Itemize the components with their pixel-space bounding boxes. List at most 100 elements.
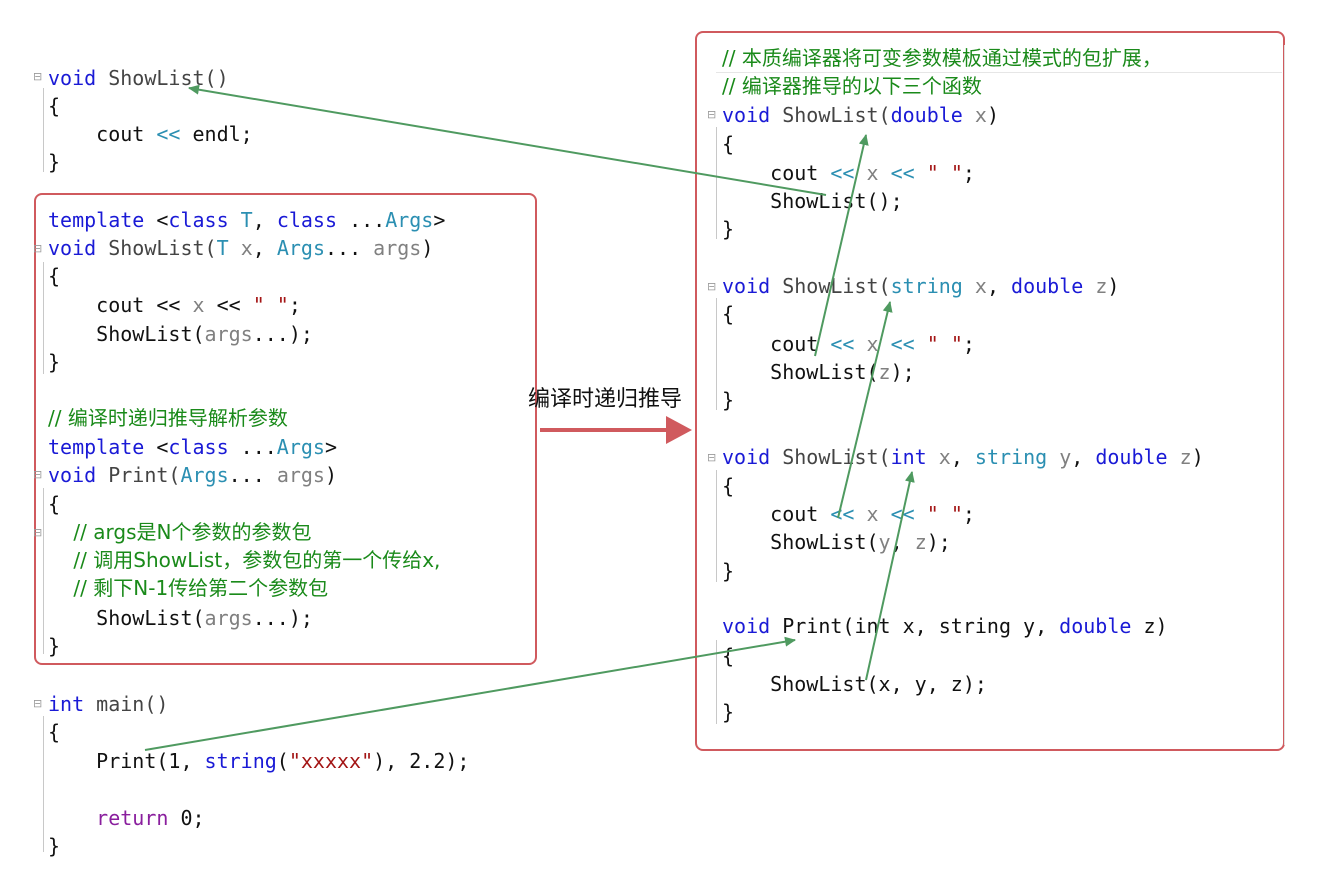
code-token: Args [276,435,325,459]
line-showlist-empty-call: ShowList(); [722,187,902,215]
line-showlist-z-call: ShowList(z); [722,358,915,386]
code-token: ShowList( [770,445,891,469]
arrow-label: 编译时递归推导 [528,387,683,412]
code-token: args [204,606,253,630]
line-void-showlist-double: void ShowList(double x) [722,101,999,129]
code-token: << [890,332,915,356]
code-token: // 调用ShowList，参数包的第一个传给x, [48,548,441,572]
code-token: Args [180,463,229,487]
code-token: ) [421,236,434,260]
code-token: string [890,274,975,298]
code-token: ShowList( [770,274,891,298]
code-token: template [48,208,157,232]
code-token [915,332,927,356]
code-token: { [722,474,735,498]
code-token: cout [722,161,831,185]
code-token: x [192,293,205,317]
code-token: void [48,463,97,487]
code-token: 0; [168,806,205,830]
fold-guide [716,470,717,582]
code-token: void [722,103,771,127]
code-token: endl; [180,122,253,146]
code-token: args [204,322,253,346]
code-token: // 编译时递归推导解析参数 [48,406,288,430]
code-token: Print(1, [48,749,205,773]
code-token: y [1059,445,1072,469]
code-token: ShowList( [770,103,891,127]
fold-guide [43,88,44,172]
code-token: ); [890,360,915,384]
fold-guide [1284,45,1285,745]
fold-guide [716,127,717,239]
code-token: class [168,208,241,232]
line-comment-essence: // 本质编译器将可变参数模板通过模式的包扩展， [722,44,1162,72]
code-token: T [216,236,241,260]
line-open-brace-r2: { [722,300,734,328]
line-void-showlist-empty: void ShowList() [48,64,229,92]
code-token: , [890,530,915,554]
code-token: // 本质编译器将可变参数模板通过模式的包扩展， [722,46,1162,70]
line-return-0: return 0; [48,804,205,832]
line-cout-x-r3: cout << x << " "; [722,500,975,528]
code-token: ; [962,332,975,356]
code-token: " " [926,332,963,356]
code-token: ) [1107,274,1120,298]
code-token: void [722,274,771,298]
code-token: int [48,692,85,716]
code-token: } [722,217,735,241]
line-open-brace-r1: { [722,130,734,158]
code-token: args [373,236,422,260]
fold-guide [716,640,717,724]
code-token: < [156,208,169,232]
code-token: x [866,502,879,526]
line-void-showlist-int-string-double: void ShowList(int x, string y, double z) [722,443,1204,471]
code-token: T [240,208,253,232]
code-token: ...); [252,606,313,630]
code-token: // 剩下N-1传给第二个参数包 [48,576,329,600]
code-token: } [722,559,735,583]
line-cout-x-r2: cout << x << " "; [722,330,975,358]
fold-marker-icon: ⊟ [33,242,43,255]
fold-marker-icon: ⊟ [33,526,43,539]
code-token: << [830,161,855,185]
line-comment-recursive: // 编译时递归推导解析参数 [48,404,288,432]
code-token: class [276,208,350,232]
code-token: double [1095,445,1180,469]
code-token: } [48,350,61,374]
code-token [879,502,891,526]
code-token: cout [722,502,831,526]
code-token: x [938,445,951,469]
line-comment-call-showlist: // 调用ShowList，参数包的第一个传给x, [48,546,440,574]
fold-guide [43,488,44,654]
code-token: Args [276,236,325,260]
code-token: z [1179,445,1192,469]
code-token: ShowList( [48,322,205,346]
line-open-brace-r3: { [722,472,734,500]
code-token: { [48,264,61,288]
line-close-brace-r1: } [722,215,734,243]
code-token: x [866,332,879,356]
code-token: ShowList(x, y, z); [722,672,987,696]
code-token [854,332,866,356]
code-token: { [722,302,735,326]
line-showlist-args: ShowList(args...); [48,320,313,348]
line-showlist-args-2: ShowList(args...); [48,604,313,632]
code-token: ShowList() [96,66,229,90]
code-token: template [48,435,157,459]
code-token: void [722,445,771,469]
line-cout-x: cout << x << " "; [48,291,301,319]
line-void-print-int-string-double: void Print(int x, string y, double z) [722,612,1168,640]
line-template-T-Args: template <class T, class ...Args> [48,206,445,234]
line-showlist-xyz-call: ShowList(x, y, z); [722,670,987,698]
code-token: { [48,720,61,744]
code-token: void [48,66,97,90]
line-cout-endl: cout << endl; [48,120,253,148]
code-token: double [1059,614,1144,638]
code-token: " " [252,293,289,317]
code-token: ) [1191,445,1204,469]
line-close-brace-1: } [48,148,60,176]
line-close-brace-r4: } [722,698,734,726]
code-token: { [722,644,735,668]
code-token: , [252,236,277,260]
